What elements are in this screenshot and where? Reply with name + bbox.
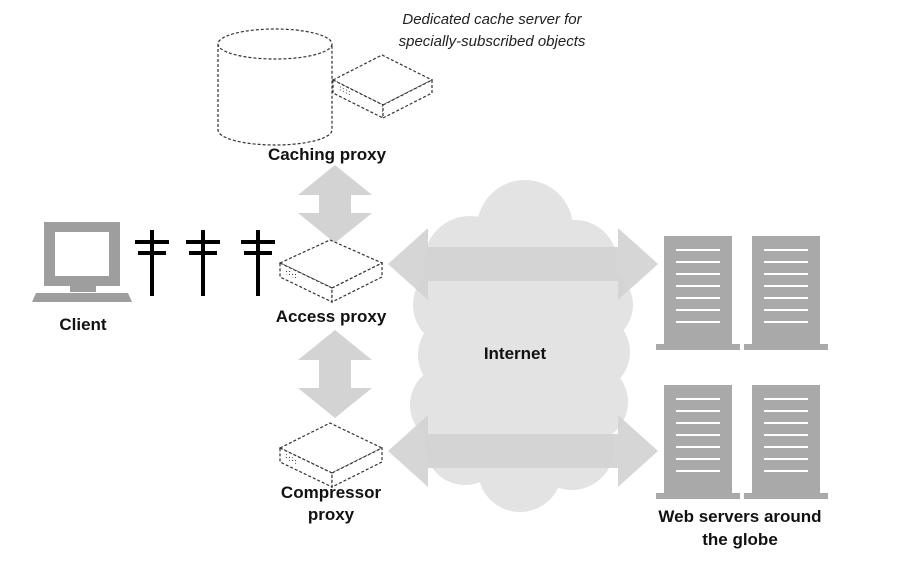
access-proxy-label: Access proxy (276, 307, 387, 326)
compressor-proxy-icon (278, 422, 384, 488)
transmission-line-icon (135, 230, 275, 296)
caching-access-arrow (298, 165, 372, 243)
annotation-line-1: Dedicated cache server for (402, 11, 582, 28)
web-server-top-left-icon (656, 236, 740, 350)
internet-link-arrow-lower (388, 415, 658, 487)
web-server-top-right-icon (744, 236, 828, 350)
internet-link-arrow-upper (388, 228, 658, 300)
compressor-proxy-label-line-1: Compressor (281, 483, 382, 502)
web-server-bottom-left-icon (656, 385, 740, 499)
internet-label: Internet (484, 344, 547, 363)
client-label: Client (59, 315, 107, 334)
web-servers-label-line-1: Web servers around (658, 507, 821, 526)
access-proxy-icon (278, 239, 384, 303)
web-servers-label-line-2: the globe (702, 530, 778, 549)
access-compressor-arrow (298, 330, 372, 418)
caching-proxy-label: Caching proxy (268, 145, 387, 164)
web-server-bottom-right-icon (744, 385, 828, 499)
compressor-proxy-label-line-2: proxy (308, 505, 355, 524)
annotation-line-2: specially-subscribed objects (399, 33, 586, 50)
dedicated-cache-server-icon (331, 54, 434, 119)
client-computer-icon (32, 222, 132, 302)
cache-storage-cylinder-icon (217, 28, 333, 146)
internet-cloud (410, 180, 633, 512)
